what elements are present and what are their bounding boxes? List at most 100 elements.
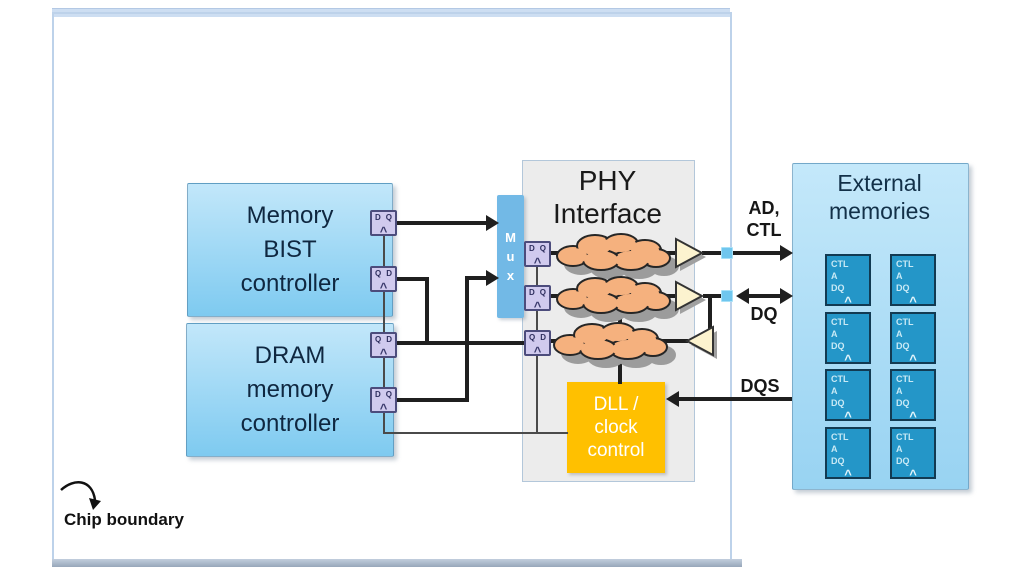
memory-chip: CTL A DQ ^	[825, 369, 871, 424]
clock-chain-bist-dram	[383, 292, 385, 332]
ff-clock-caret-icon: ^	[379, 280, 388, 295]
phy-interface-title: PHY Interface	[553, 165, 662, 229]
memory-chip: CTL A DQ ^	[890, 254, 936, 309]
chip-clock-caret-icon: ^	[844, 294, 852, 309]
chip-clock-caret-icon: ^	[844, 352, 852, 367]
chip-label-a: A	[896, 386, 903, 396]
chip-label-a: A	[831, 444, 838, 454]
clock-cloud-dq-out	[556, 276, 679, 322]
chip-label-dq: DQ	[831, 456, 845, 466]
ff-clock-caret-icon: ^	[379, 346, 388, 361]
clock-chain-dram	[383, 358, 385, 387]
ff-label-d: D	[540, 333, 546, 342]
chip-label-a: A	[896, 271, 903, 281]
chip-label-ctl: CTL	[896, 317, 914, 327]
chip-label-a: A	[896, 444, 903, 454]
chip-label-ctl: CTL	[831, 259, 849, 269]
clock-feed-horizontal	[383, 432, 568, 434]
dram-memory-controller-label: DRAM memory controller	[240, 342, 340, 437]
chip-label-dq: DQ	[831, 398, 845, 408]
chip-label-ctl: CTL	[896, 259, 914, 269]
arrowhead-adctl	[780, 245, 793, 261]
chip-clock-caret-icon: ^	[909, 352, 917, 367]
chip-label-a: A	[896, 329, 903, 339]
chip-label-ctl: CTL	[896, 374, 914, 384]
dll-clock-control-label: DLL / clock control	[587, 394, 645, 461]
wire-dq-return-drop	[708, 296, 712, 343]
chip-clock-caret-icon: ^	[909, 409, 917, 424]
chip-boundary-label: Chip boundary	[64, 510, 184, 529]
pad-dq	[721, 290, 733, 302]
clock-chain-bist	[383, 236, 385, 266]
ff-label-q: Q	[539, 244, 546, 253]
memory-chip: CTL A DQ ^	[825, 312, 871, 367]
memory-chip: CTL A DQ ^	[890, 369, 936, 424]
ff-clock-caret-icon: ^	[533, 255, 542, 270]
chip-label-dq: DQ	[896, 398, 910, 408]
chip-label-dq: DQ	[896, 341, 910, 351]
label-dqs: DQS	[740, 376, 780, 396]
memory-bist-controller-box: Memory BIST controller	[187, 183, 393, 317]
arrowhead-dq-right	[780, 288, 793, 304]
clock-cloud-dq-in	[553, 322, 676, 368]
wire-dram-write-v	[465, 276, 469, 402]
wire-dq-bidir	[748, 294, 782, 298]
memory-chip: CTL A DQ ^	[890, 427, 936, 482]
ff-clock-caret-icon: ^	[379, 224, 388, 239]
ff-clock-caret-icon: ^	[533, 344, 542, 359]
chip-label-dq: DQ	[831, 341, 845, 351]
chip-clock-caret-icon: ^	[909, 467, 917, 482]
clock-chain-phy-down	[536, 356, 538, 433]
chip-boundary-bottom-edge	[52, 559, 742, 567]
chip-label-a: A	[831, 271, 838, 281]
chip-boundary-arrow-icon	[60, 481, 101, 510]
ff-label-q: Q	[385, 213, 392, 222]
wire-bist-read-h	[397, 277, 429, 281]
clock-chain-phy-1	[536, 267, 538, 285]
ff-label-d: D	[375, 213, 381, 222]
memory-chip: CTL A DQ ^	[890, 312, 936, 367]
wire-adctl-out	[702, 251, 782, 255]
ff-label-d: D	[529, 288, 535, 297]
buffer-dq-out-icon	[675, 280, 706, 314]
arrowhead-dqs	[666, 391, 679, 407]
chip-label-ctl: CTL	[831, 317, 849, 327]
external-memories-title: External memories	[829, 170, 930, 224]
ff-clock-caret-icon: ^	[379, 401, 388, 416]
chip-label-ctl: CTL	[831, 374, 849, 384]
buffer-dq-in-icon	[684, 325, 717, 359]
chip-label-ctl: CTL	[831, 432, 849, 442]
chip-clock-caret-icon: ^	[844, 409, 852, 424]
chip-label-a: A	[831, 386, 838, 396]
pad-adctl	[721, 247, 733, 259]
memory-bist-controller-label: Memory BIST controller	[240, 202, 340, 297]
buffer-adctl-icon	[675, 237, 706, 271]
mux-letter-u: u	[506, 249, 515, 264]
chip-label-dq: DQ	[896, 456, 910, 466]
wire-dram-write-h	[397, 398, 469, 402]
ff-label-q: Q	[539, 288, 546, 297]
ff-label-d: D	[529, 244, 535, 253]
dram-memory-controller-box: DRAM memory controller	[186, 323, 394, 457]
label-ad-ctl: AD, CTL	[746, 198, 782, 240]
mux-letter-x: x	[506, 268, 515, 283]
chip-clock-caret-icon: ^	[909, 294, 917, 309]
ff-label-q: Q	[529, 333, 536, 342]
wire-bist-read-v	[425, 277, 429, 345]
mux-letter-m: M	[505, 230, 516, 245]
arrowhead-dram-to-mux	[486, 270, 499, 286]
clock-chain-dram-down	[383, 413, 385, 434]
external-memories-box	[792, 163, 969, 490]
chip-label-dq: DQ	[896, 283, 910, 293]
dll-clock-control-box: DLL / clock control	[567, 382, 665, 473]
chip-label-dq: DQ	[831, 283, 845, 293]
arrowhead-dq-left	[736, 288, 749, 304]
ff-label-q: Q	[375, 335, 382, 344]
arrowhead-bist-to-mux	[486, 215, 499, 231]
